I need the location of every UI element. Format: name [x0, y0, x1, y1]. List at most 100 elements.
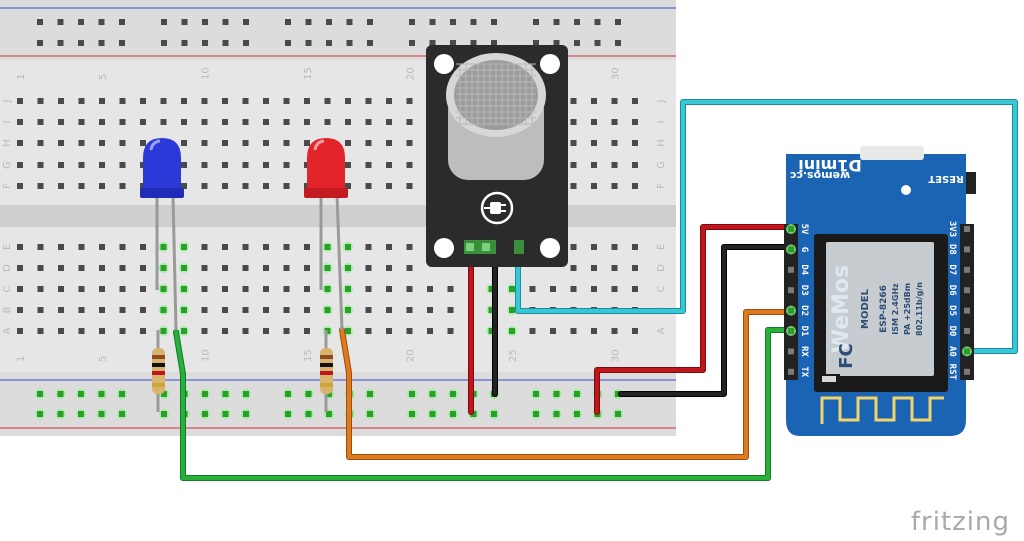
- pin-label: RST: [947, 364, 957, 381]
- rail-hole: [574, 19, 580, 25]
- rail-hole: [367, 411, 373, 417]
- rail-hole: [98, 40, 105, 46]
- module-line-3: PA +25dBm: [903, 283, 912, 335]
- breadboard-hole: [181, 307, 187, 313]
- rail-hole: [615, 40, 621, 46]
- header-pin: [788, 226, 794, 232]
- breadboard-hole: [242, 183, 249, 189]
- wire-red[interactable]: [468, 224, 793, 415]
- breadboard-hole: [632, 244, 638, 250]
- breadboard-hole: [222, 328, 228, 334]
- module-line-1: ESP-8266: [879, 285, 889, 333]
- row-letter: F: [2, 183, 13, 189]
- breadboard-hole: [324, 265, 331, 271]
- row-letter: H: [656, 139, 667, 147]
- breadboard-hole: [140, 286, 146, 292]
- rail-hole: [285, 411, 291, 417]
- rail-hole: [594, 19, 601, 25]
- breadboard-hole: [632, 286, 638, 292]
- breadboard-hole: [17, 98, 23, 104]
- rail-hole: [533, 391, 539, 397]
- breadboard-hole: [365, 307, 372, 313]
- rail-hole: [98, 411, 105, 417]
- led-blue[interactable]: [140, 138, 184, 331]
- breadboard-hole: [140, 140, 146, 146]
- breadboard-hole: [324, 307, 331, 313]
- rail-hole: [37, 411, 43, 417]
- breadboard-hole: [119, 307, 126, 313]
- breadboard-hole: [365, 265, 372, 271]
- header-pin: [964, 348, 970, 355]
- wire-green[interactable]: [173, 327, 793, 481]
- rail-hole: [285, 391, 291, 397]
- rail-hole: [409, 40, 415, 46]
- breadboard-hole: [611, 119, 618, 125]
- rail-hole: [161, 391, 167, 397]
- breadboard-hole: [611, 140, 618, 146]
- breadboard-hole: [591, 162, 597, 168]
- top-rail-holes: [37, 19, 621, 46]
- breadboard-hole: [37, 265, 44, 271]
- breadboard-hole: [447, 328, 454, 334]
- pin-label: D7: [947, 264, 957, 275]
- right-header-pins: [962, 226, 972, 375]
- breadboard-hole: [78, 98, 85, 104]
- rail-hole: [202, 19, 208, 25]
- column-number: 15: [303, 67, 314, 80]
- breadboard-hole: [181, 183, 187, 189]
- breadboard-hole: [263, 140, 269, 146]
- pin-label: RX: [799, 346, 809, 357]
- breadboard-hole: [58, 119, 64, 125]
- breadboard-hole: [222, 286, 228, 292]
- wire-cyan[interactable]: [515, 99, 1018, 354]
- column-number: 25: [508, 349, 519, 362]
- resistor-1[interactable]: [152, 330, 165, 412]
- gas-sensor-module[interactable]: [426, 45, 568, 267]
- rail-hole: [161, 411, 167, 417]
- rail-hole: [161, 40, 167, 46]
- pin-label: D8: [947, 244, 957, 255]
- rail-hole: [429, 40, 436, 46]
- breadboard-hole: [386, 265, 392, 271]
- module-line-4: 802.11b/g/n: [915, 282, 924, 336]
- rail-hole: [285, 40, 291, 46]
- breadboard-hole: [427, 328, 433, 334]
- led-red[interactable]: [304, 138, 348, 331]
- breadboard-hole: [611, 244, 618, 250]
- breadboard-hole: [99, 162, 105, 168]
- resistor-2[interactable]: [320, 330, 333, 412]
- pin-label: D4: [799, 264, 809, 275]
- breadboard-hole: [406, 162, 413, 168]
- breadboard-hole: [222, 119, 228, 125]
- breadboard-hole: [119, 140, 126, 146]
- rail-hole: [326, 40, 332, 46]
- breadboard-hole: [99, 140, 105, 146]
- breadboard-hole: [345, 286, 351, 292]
- breadboard-hole: [345, 244, 351, 250]
- header-pin: [964, 307, 970, 314]
- breadboard-hole: [447, 307, 454, 313]
- breadboard-hole: [201, 140, 208, 146]
- breadboard-hole: [632, 98, 638, 104]
- pin-label: D3: [799, 285, 809, 296]
- rail-hole: [37, 391, 43, 397]
- breadboard-hole: [263, 286, 269, 292]
- breadboard-hole: [365, 119, 372, 125]
- breadboard-hole: [242, 140, 249, 146]
- pin-label: 3V3: [947, 221, 957, 237]
- row-letter: E: [656, 244, 667, 250]
- breadboard-hole: [99, 307, 105, 313]
- breadboard-hole: [304, 286, 310, 292]
- wire-orange[interactable]: [339, 309, 793, 460]
- rail-hole: [305, 19, 312, 25]
- rail-hole: [470, 411, 477, 417]
- breadboard-hole: [181, 162, 187, 168]
- breadboard-hole: [181, 98, 187, 104]
- row-letter: A: [656, 327, 667, 334]
- breadboard-hole: [406, 119, 413, 125]
- rail-hole: [429, 19, 436, 25]
- breadboard-hole: [181, 119, 187, 125]
- breadboard-hole: [99, 183, 105, 189]
